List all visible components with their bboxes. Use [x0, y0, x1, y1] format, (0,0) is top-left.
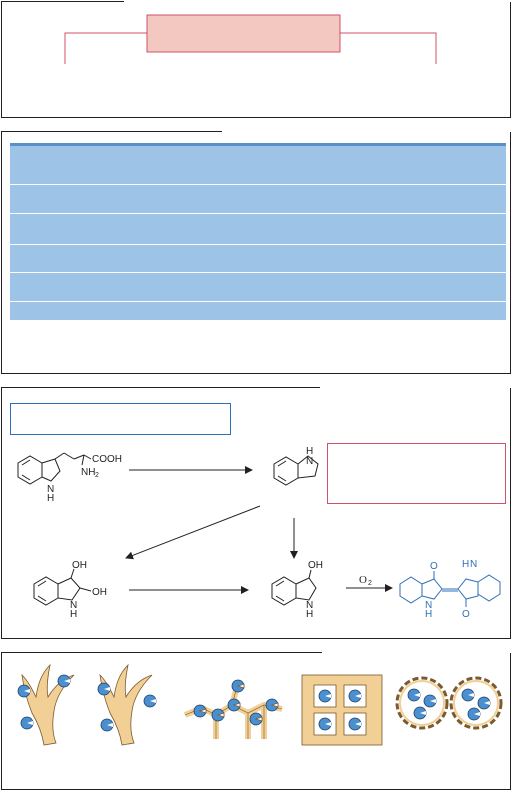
indigo-h-top: H	[462, 559, 469, 570]
table-row	[10, 273, 506, 301]
right-bracket-line	[340, 32, 437, 64]
tryptophan-nh-label: H	[47, 493, 54, 504]
blue-callout-box	[10, 403, 231, 435]
indigo-n-top: N	[470, 559, 477, 570]
encapsulated-spheres-icon	[395, 676, 503, 730]
panel-indigo-pathway: COOH NH 2 N H H N OH OH N H	[1, 387, 512, 639]
panel-immobilization	[1, 652, 512, 790]
indigo-h-bottom: H	[425, 609, 432, 620]
dihydroxyindole-h-label: H	[70, 609, 77, 620]
panel-overview	[1, 1, 512, 118]
indigo-oxygen-top: O	[430, 561, 438, 572]
row-separator	[10, 213, 506, 214]
table-header-row	[10, 146, 506, 184]
indoxyl-structure	[271, 569, 317, 606]
row-separator	[10, 272, 506, 273]
scaffold-network-icon	[183, 679, 283, 739]
row-separator	[10, 301, 506, 302]
row-separator	[10, 184, 506, 185]
mesh-grid-icon	[301, 674, 383, 746]
branching-tissue-with-enzymes-icon	[17, 663, 75, 746]
hierarchy-diagram	[64, 14, 437, 64]
panel-tab-gap	[320, 387, 512, 388]
branching-tissue-with-enzymes-icon	[97, 663, 157, 746]
oxygen-subscript: 2	[368, 580, 372, 587]
dihydroxyindole-n-label: N	[70, 600, 77, 611]
indigo-structure	[399, 571, 501, 607]
dihydroxyindole-oh-right: OH	[92, 587, 107, 598]
pathway-diagram: COOH NH 2 N H H N OH OH N H	[17, 446, 501, 620]
table-row	[10, 302, 506, 320]
tryptophan-n-label: N	[47, 484, 54, 495]
indoxyl-oh-label: OH	[308, 560, 323, 571]
panel-tab-gap	[322, 652, 512, 653]
tryptophan-amine-label: NH	[81, 467, 95, 478]
indoxyl-h-label: H	[306, 609, 313, 620]
left-bracket-line	[64, 32, 147, 64]
pink-callout-box	[327, 443, 506, 504]
panel-tab-gap	[124, 1, 512, 2]
row-separator	[10, 244, 506, 245]
table-row	[10, 185, 506, 213]
indoxyl-n-label: N	[306, 600, 313, 611]
indigo-oxygen-bottom: O	[462, 609, 470, 620]
oxygen-label: O	[359, 574, 367, 586]
arrow-to-dihydroxyindole	[125, 505, 261, 560]
indolenine-structure	[273, 455, 319, 486]
tryptophan-structure	[17, 452, 92, 485]
tryptophan-acid-label: COOH	[92, 454, 122, 465]
panel-tab-gap	[222, 131, 512, 132]
immobilization-diagram	[17, 663, 503, 746]
table-row	[10, 245, 506, 272]
table-row	[10, 214, 506, 244]
indigo-n-bottom: N	[425, 600, 432, 611]
dihydroxyindole-structure	[33, 568, 92, 606]
central-pink-box	[146, 14, 341, 53]
indolenine-n-label: N	[306, 456, 313, 467]
panel-table	[1, 131, 512, 374]
tryptophan-amine-subscript: 2	[95, 472, 99, 479]
dihydroxyindole-oh-top: OH	[72, 560, 87, 571]
table-header-rule	[10, 143, 506, 146]
indolenine-h-label: H	[306, 446, 313, 457]
